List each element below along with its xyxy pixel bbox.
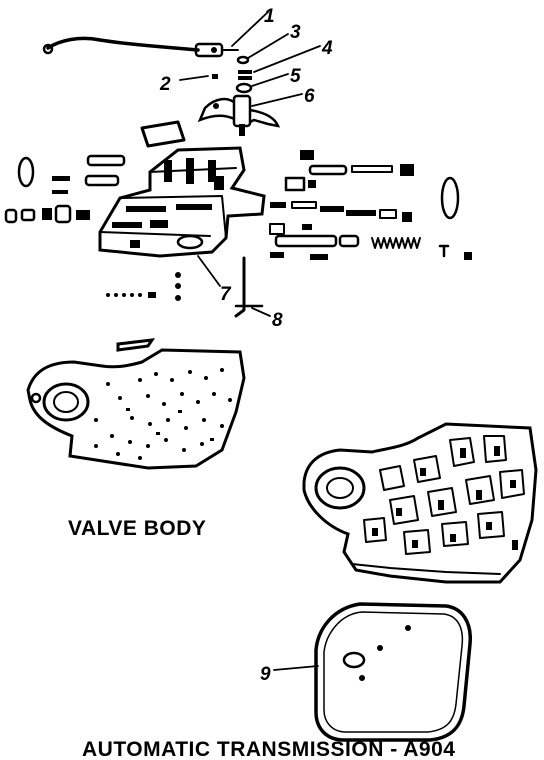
part-valve-body-lower — [302, 422, 538, 584]
part-pin-2 — [212, 74, 218, 79]
callout-1: 1 — [264, 6, 275, 27]
part-filter-9 — [314, 602, 472, 742]
part-check-balls — [106, 272, 181, 301]
callout-4: 4 — [321, 38, 333, 59]
part-separator-plate — [26, 338, 246, 470]
part-e-clip-3 — [236, 55, 250, 65]
part-manual-lever-6 — [197, 94, 281, 136]
callout-2: 2 — [159, 74, 171, 95]
part-left-valves — [4, 154, 126, 224]
leader-lines — [179, 11, 321, 671]
callout-8: 8 — [272, 310, 283, 331]
callout-6: 6 — [304, 86, 315, 107]
callout-9: 9 — [260, 664, 271, 685]
part-right-valves — [269, 150, 472, 260]
part-washer-5 — [235, 82, 253, 94]
part-valve-body-upper-7 — [98, 146, 266, 258]
part-cover-plate — [140, 120, 186, 148]
caption-valve-body: VALVE BODY — [68, 517, 206, 540]
callout-5: 5 — [290, 66, 301, 87]
callout-3: 3 — [290, 22, 301, 43]
part-spring-4 — [238, 70, 252, 80]
part-bracket-8 — [234, 256, 264, 318]
caption-bottom: AUTOMATIC TRANSMISSION - A904 — [82, 738, 455, 760]
part-throttle-rod — [42, 36, 239, 58]
callout-7: 7 — [220, 284, 232, 305]
